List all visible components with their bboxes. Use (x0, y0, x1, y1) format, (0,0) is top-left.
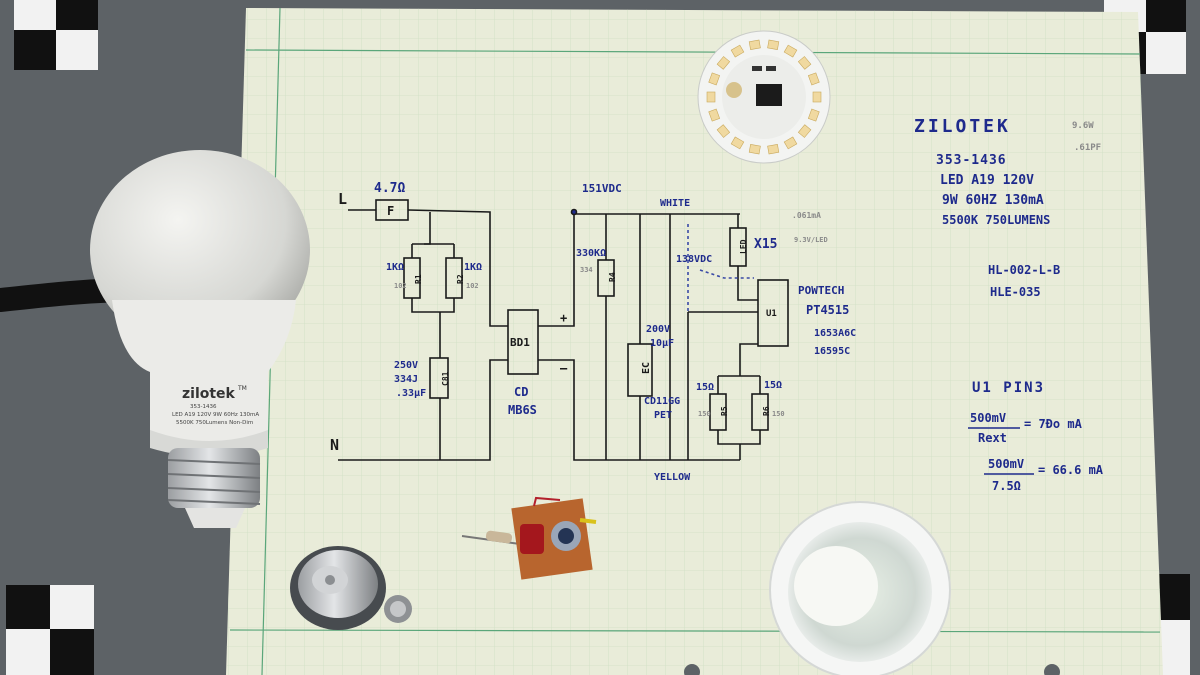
led-chip (767, 144, 780, 155)
driver-chip (756, 84, 782, 106)
bulb-rating: LED A19 120V 9W 60Hz 130mA (172, 412, 259, 418)
board-id-1: HL-002-L-B (988, 263, 1060, 277)
ec-type: PET (654, 410, 672, 421)
driver-pcb (461, 496, 597, 580)
calc-eq1-result: = 7Đo mA (1024, 417, 1083, 431)
product-desc: LED A19 120V (940, 173, 1034, 188)
graph-paper (226, 7, 1163, 675)
calc-eq1-num: 500mV (970, 411, 1006, 425)
bridge-part: MB6S (508, 403, 537, 417)
r6-code: 150 (772, 410, 785, 418)
cap-value: .33μF (396, 388, 426, 399)
led-voltage: 138VDC (676, 254, 712, 265)
brand-heading: ZILOTEK (914, 116, 1011, 137)
fuse-label: F (387, 204, 394, 218)
led-chip (730, 44, 745, 58)
bulb-trademark: TM (237, 385, 247, 392)
calc-title: U1 PIN3 (972, 380, 1045, 396)
r1-code: 102 (394, 282, 407, 290)
bridge-maker: CD (514, 385, 528, 399)
calc-eq2-result: = 66.6 mA (1038, 463, 1104, 477)
calc-eq2-den: 7.5Ω (992, 479, 1021, 493)
led-bulb: zilotek TM 353-1436 LED A19 120V 9W 60Hz… (90, 150, 310, 528)
led-chips (706, 39, 822, 155)
ec-label: EC (641, 362, 652, 374)
neutral-label: N (330, 436, 339, 454)
led-chip (812, 91, 822, 103)
measured-watts: 9.6W (1072, 121, 1094, 131)
r4-label: R4 (608, 272, 617, 282)
varistor (726, 82, 742, 98)
color-lumens: 5500K 750LUMENS (942, 213, 1050, 227)
power-rating: 9W 60HZ 130mA (942, 193, 1044, 208)
ec-voltage: 200V (646, 324, 670, 335)
ec-value: 10μF (650, 338, 674, 349)
fuse-value: 4.7Ω (374, 181, 405, 196)
diffuser-cup (769, 501, 951, 675)
led-chip (797, 124, 812, 138)
board-id-2: HLE-035 (990, 285, 1041, 299)
r2-value: 1KΩ (464, 262, 482, 273)
ic-code-2: 16595C (814, 346, 850, 357)
r4-value: 330KΩ (576, 248, 606, 259)
schematic-wires (338, 199, 789, 461)
led-chip (706, 91, 716, 103)
led-chip (783, 44, 798, 58)
led-count: X15 (754, 237, 777, 252)
led-label: LED (739, 239, 748, 254)
bulb-lumens: 5500K 750Lumens Non-Dim (176, 420, 253, 426)
power-factor: .61PF (1074, 143, 1101, 153)
led-chip (748, 144, 761, 155)
led-voltage-note: 9.3V/LED (794, 236, 828, 244)
white-wire: WHITE (660, 198, 690, 209)
ic-label: U1 (766, 309, 777, 319)
r5-value: 15Ω (696, 382, 714, 393)
ic-model: PT4515 (806, 303, 849, 317)
led-current-note: .061mA (792, 211, 821, 220)
led-chip (767, 39, 780, 50)
bridge-plus: + (560, 311, 567, 325)
led-chip (748, 39, 761, 50)
led-chip (716, 124, 731, 138)
r5-label: R5 (720, 406, 729, 416)
led-chip (730, 136, 745, 150)
ec-maker: CD11GG (644, 396, 680, 407)
bridge-label: BD1 (510, 336, 530, 349)
led-ring-board (697, 30, 831, 164)
ic-code-1: 1653A6C (814, 328, 856, 339)
bulb-part-number: 353-1436 (190, 404, 217, 410)
r1-value: 1KΩ (386, 262, 404, 273)
bulb-base-shell (290, 546, 412, 630)
led-chip (708, 108, 721, 122)
yellow-wire: YELLOW (654, 472, 691, 483)
cap-code: 334J (394, 374, 418, 385)
led-chip (716, 56, 731, 70)
r1-label: R1 (414, 274, 423, 284)
bulb-brand: zilotek (182, 386, 236, 402)
r5-code: 150 (698, 410, 711, 418)
cap-voltage: 250V (394, 360, 418, 371)
r4-code: 334 (580, 266, 593, 274)
led-chip (807, 72, 820, 86)
r6-value: 15Ω (764, 380, 782, 391)
led-chip (797, 56, 812, 70)
calc-eq2-num: 500mV (988, 457, 1024, 471)
led-voltage-probe (687, 224, 754, 312)
bus-voltage: 151VDC (582, 182, 622, 195)
ic-maker: POWTECH (798, 284, 844, 297)
cap-label: C81 (441, 371, 450, 386)
r2-label: R2 (456, 274, 465, 284)
line-input-label: L (338, 190, 347, 208)
calc-eq1-den: Rext (978, 431, 1007, 445)
led-chip (783, 136, 798, 150)
led-chip (807, 108, 820, 122)
r6-label: R6 (762, 406, 771, 416)
part-number: 353-1436 (936, 153, 1007, 168)
led-chip (708, 72, 721, 86)
bridge-minus: – (560, 361, 568, 375)
r2-code: 102 (466, 282, 479, 290)
